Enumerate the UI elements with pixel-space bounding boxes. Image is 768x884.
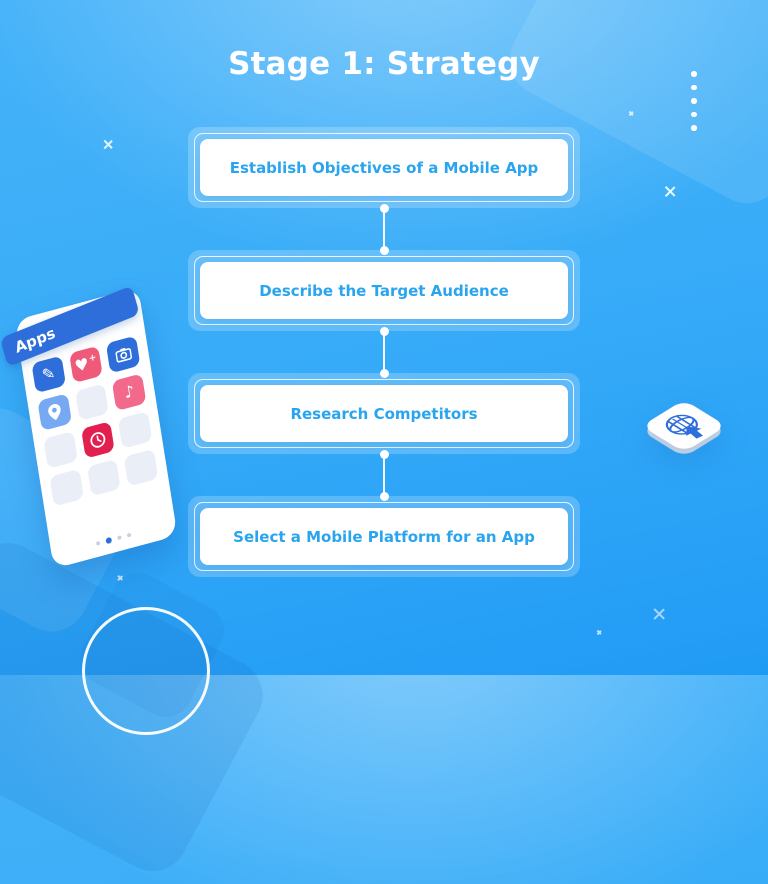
infographic-canvas: { "title": "Stage 1: Strategy", "steps":… [0,0,768,675]
cross-mark-icon [117,575,123,581]
step-label-box: Establish Objectives of a Mobile App [200,139,568,196]
globe-graphic [665,414,704,439]
app-icon-grid: ✎ ♥+ ♪ [31,335,159,507]
step-border-ring [194,502,574,571]
flow-step-1: Establish Objectives of a Mobile App [188,127,580,208]
strategy-flowchart: Establish Objectives of a Mobile App Des… [188,127,580,619]
step-label-box: Research Competitors [200,385,568,442]
flow-step-2: Describe the Target Audience [188,250,580,331]
cross-mark-icon [652,607,666,621]
dots-column-decoration [691,71,697,131]
flow-step-3: Research Competitors [188,373,580,454]
cross-mark-icon [663,185,676,198]
globe-with-arrow-icon [630,378,740,478]
cross-mark-icon [628,111,633,116]
flow-connector [379,326,389,378]
phone-illustration: Apps ✎ ♥+ ♪ [0,285,178,569]
music-note-icon: ♪ [112,373,147,412]
cross-mark-icon [596,630,601,635]
step-label-box: Describe the Target Audience [200,262,568,319]
empty-app-tile [74,383,110,422]
page-title: Stage 1: Strategy [228,46,540,82]
step-border-ring [194,256,574,325]
globe-tile-face [641,399,727,453]
step-label-box: Select a Mobile Platform for an App [200,508,568,565]
clock-icon [80,421,116,459]
cross-mark-icon [102,139,113,150]
step-border-ring [194,379,574,448]
pencil-icon: ✎ [31,355,66,394]
empty-app-tile [118,411,153,449]
circle-outline-decoration [82,607,210,735]
camera-icon [106,335,141,374]
step-border-ring [194,133,574,202]
flow-connector [379,449,389,501]
flow-step-4: Select a Mobile Platform for an App [188,496,580,577]
heart-plus-icon: ♥+ [68,345,104,384]
flow-connector [379,203,389,255]
empty-app-tile [43,431,78,469]
location-pin-icon [37,393,72,432]
